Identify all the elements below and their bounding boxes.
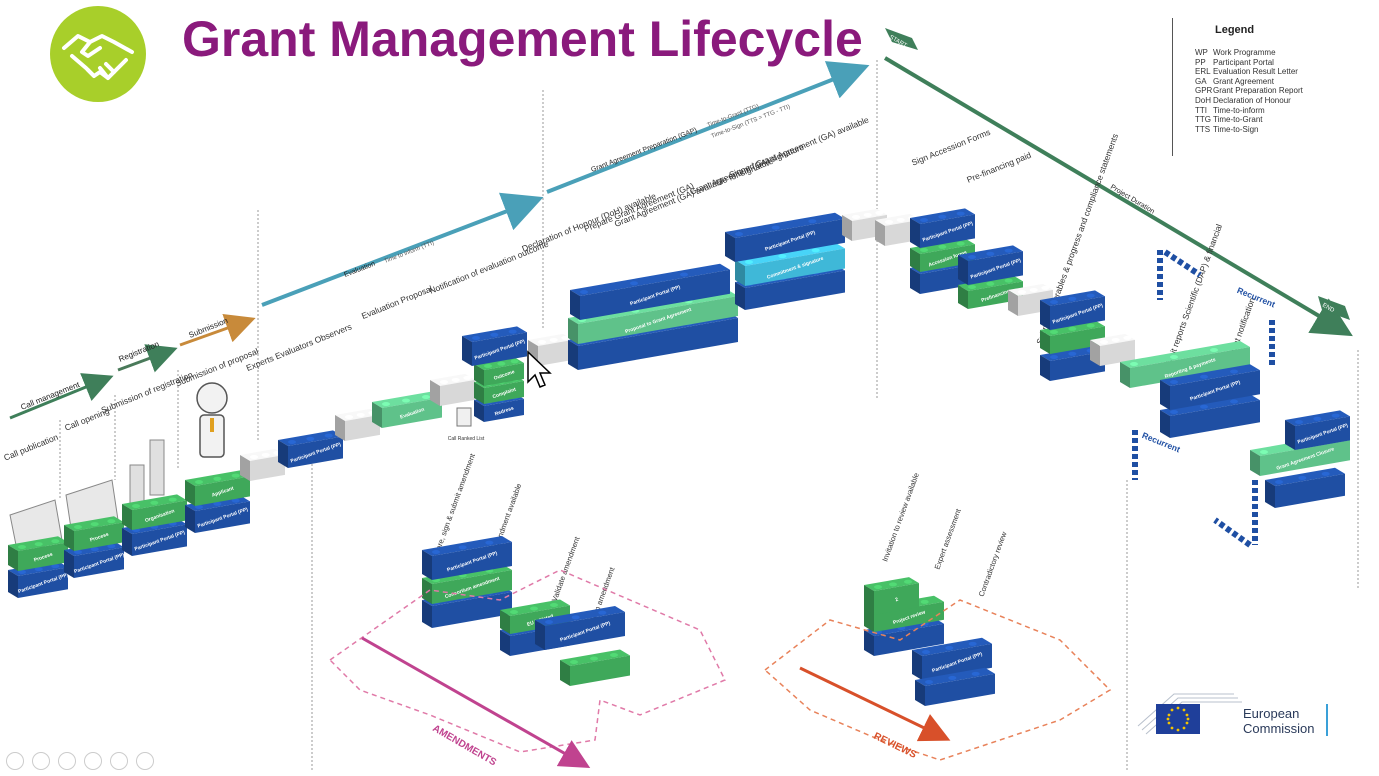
submission-arrow <box>179 313 256 347</box>
person-icon <box>196 382 228 458</box>
step-experts: Experts Evaluators Observers <box>245 321 353 373</box>
step-evaluation-proposal: Evaluation Proposal <box>360 283 434 321</box>
brick-process: Process <box>64 516 124 551</box>
brick-participant-portal: Participant Portal (PP) <box>535 606 625 650</box>
brick-mid <box>1040 320 1105 354</box>
ec-line-1: European <box>1243 706 1300 721</box>
end-flag <box>1318 296 1350 320</box>
handshake-logo <box>50 6 146 102</box>
legend-heading: Legend <box>1215 24 1255 36</box>
end-label: END <box>1321 303 1336 315</box>
registration-label: Registration <box>117 340 160 364</box>
brick-participant-portal: Participant Portal (PP) <box>278 430 343 468</box>
brick-participant-portal: Participant Portal (PP) <box>1285 410 1350 450</box>
document-icon <box>456 407 472 427</box>
brick-participant-portal: Participant Portal (PP) <box>8 561 70 598</box>
brick-connector <box>1090 333 1135 366</box>
brick-participant-portal: Participant Portal (PP) <box>1040 290 1105 330</box>
brick-accession-forms: Accession forms <box>910 238 975 272</box>
page-title: Grant Management Lifecycle <box>182 11 863 67</box>
brick-participant-portal: Participant Portal (PP) <box>725 212 845 262</box>
brick-participant-portal: Participant Portal (PP) <box>462 326 527 366</box>
brick-organisation: Organisation <box>122 494 187 530</box>
handshake-icon <box>62 34 134 80</box>
tti-label: Time to inform (TTI) <box>384 240 435 265</box>
next-slide-button[interactable] <box>32 752 50 770</box>
zoom-button[interactable] <box>110 752 128 770</box>
gap-label: Grant Agreement Preparation (GAP) <box>590 127 698 174</box>
svg-text:2: 2 <box>895 597 900 604</box>
brick-base <box>1265 467 1345 508</box>
brick-participant-portal: Participant Portal (PP) <box>912 637 992 680</box>
brick-mid <box>560 649 630 686</box>
brick-connector <box>240 448 285 481</box>
registration-arrow <box>117 344 178 373</box>
ec-line-2: Commission <box>1243 721 1315 736</box>
brick-process: Process <box>8 536 68 571</box>
brick-applicant: Applicant <box>185 470 250 506</box>
reviews-zone <box>763 599 1112 761</box>
step-invitation-review: Invitation to review available <box>880 472 921 563</box>
call-ranked-list-label: Call Ranked List <box>448 436 485 442</box>
brick-base <box>1160 394 1260 438</box>
brick-prefinancing: Prefinancing <box>958 275 1023 309</box>
brick-review-number: 2 <box>864 577 919 615</box>
brick-participant-portal: Participant Portal (PP) <box>1160 364 1260 410</box>
step-prefinancing: Pre-financing paid <box>965 150 1033 185</box>
ec-wordmark: European Commission <box>1243 706 1315 736</box>
amendments-arrow <box>361 636 591 768</box>
step-prepare-ga: Prepare Grant Agreement (GA) <box>582 180 695 233</box>
brick-participant-portal: Participant Portal (PP) <box>910 208 975 248</box>
step-validate-amendment: Validate amendment <box>550 535 582 603</box>
cursor-icon <box>527 350 552 388</box>
building-icon <box>129 439 165 506</box>
call-management-label: Call management <box>19 380 81 412</box>
brick-base <box>915 667 995 706</box>
brick-connector <box>335 408 380 441</box>
amendments-zone <box>328 569 727 753</box>
prev-slide-button[interactable] <box>6 752 24 770</box>
call-management-arrow <box>9 373 114 420</box>
brick-participant-portal: Participant Portal (PP) <box>422 536 512 580</box>
brick-connector <box>430 373 475 406</box>
pen-tool-button[interactable] <box>58 752 76 770</box>
ec-divider <box>1326 704 1328 736</box>
step-sign-accession: Sign Accession Forms <box>910 127 992 168</box>
gap-arrow <box>546 61 870 194</box>
more-options-button[interactable] <box>136 752 154 770</box>
ec-logo <box>1137 693 1242 735</box>
step-call-publication: Call publication <box>2 432 59 463</box>
project-duration-arrow <box>883 56 1353 337</box>
brick-evaluation: Evaluation <box>372 391 442 428</box>
slides-grid-button[interactable] <box>84 752 102 770</box>
evaluation-label: Evaluation <box>343 261 376 279</box>
step-expert-assessment: Expert assessment <box>933 507 964 571</box>
evaluation-arrow <box>261 192 544 307</box>
brick-participant-portal: Participant Portal (PP) <box>570 263 730 320</box>
brick-participant-portal: Participant Portal (PP) <box>64 541 126 578</box>
brick-participant-portal: Participant Portal (PP) <box>958 245 1023 285</box>
project-duration-label: Project Duration <box>1109 184 1156 216</box>
start-flag <box>885 28 918 50</box>
brick-participant-portal: Participant Portal (PP) <box>185 495 250 533</box>
reviews-label: REVIEWS <box>872 731 919 761</box>
step-contradictory-review: Contradictory review <box>977 530 1009 598</box>
reviews-arrow <box>799 666 951 742</box>
recurrent-arrows <box>1132 249 1275 548</box>
brick-outcome: Outcome <box>474 357 524 386</box>
